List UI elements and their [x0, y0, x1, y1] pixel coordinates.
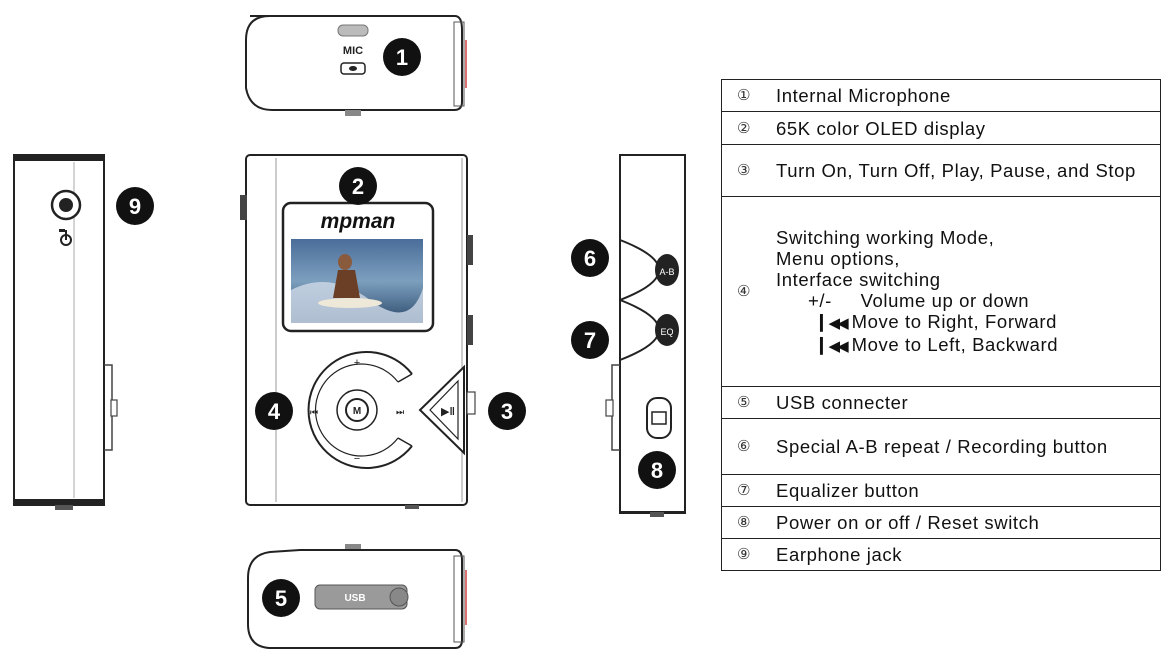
play-pause-icon: ▶‖ — [441, 406, 455, 418]
legend-text: USB connecter — [766, 386, 1161, 419]
play-pause-button[interactable]: ▶‖ — [418, 364, 465, 456]
svg-text:5: 5 — [275, 586, 287, 611]
legend-line-volume: +/- Volume up or down — [776, 290, 1148, 311]
menu-button[interactable] — [345, 398, 369, 422]
legend-row-2: ② 65K color OLED display — [721, 111, 1161, 145]
brand-logo: mpman — [321, 210, 396, 233]
nav-wheel[interactable]: + − ⏮ ⏭ M — [307, 351, 413, 469]
svg-text:3: 3 — [501, 399, 513, 424]
callout-3: 3 — [488, 392, 526, 430]
legend-text: Special A-B repeat / Recording button — [766, 418, 1161, 475]
left-side-view — [13, 154, 118, 510]
eq-icon: EQ — [660, 327, 673, 337]
legend-row-6: ⑥ Special A-B repeat / Recording button — [721, 418, 1161, 475]
svg-text:4: 4 — [268, 399, 281, 424]
callout-4: 4 — [255, 392, 293, 430]
legend-text: Internal Microphone — [776, 85, 951, 106]
legend-row-9: ⑨ Earphone jack — [721, 538, 1161, 571]
legend-text-multiline: Switching working Mode, Menu options, In… — [766, 196, 1161, 387]
callout-8: 8 — [638, 451, 676, 489]
legend-row-3: ③ Turn On, Turn Off, Play, Pause, and St… — [721, 144, 1161, 197]
callout-7: 7 — [571, 321, 609, 359]
right-text: Move to Right, Forward — [851, 310, 1058, 332]
callout-2: 2 — [339, 167, 377, 205]
next-track-icon: ⏭ — [396, 407, 404, 417]
legend-num: ⑤ — [721, 386, 766, 419]
surfer-image — [318, 254, 382, 308]
legend-row-8: ⑧ Power on or off / Reset switch — [721, 506, 1161, 539]
legend-line: Menu options, — [776, 247, 901, 269]
callout-9: 9 — [116, 187, 154, 225]
left-text: Move to Left, Backward — [851, 333, 1059, 355]
legend-row-5: ⑤ USB connecter — [721, 386, 1161, 419]
legend-text: 65K color OLED display — [766, 111, 1161, 145]
legend-table: ① Internal Microphone ② 65K color OLED d… — [721, 79, 1161, 571]
legend-num: ② — [721, 111, 766, 145]
legend-text: Power on or off / Reset switch — [766, 506, 1161, 539]
svg-text:6: 6 — [584, 246, 596, 271]
legend-num: ③ — [721, 144, 766, 197]
legend-num: ⑧ — [721, 506, 766, 539]
legend-num: ⑦ — [721, 474, 766, 507]
svg-text:2: 2 — [352, 174, 364, 199]
legend-row-1: ① Internal Microphone — [722, 80, 1161, 112]
usb-connector: USB — [314, 584, 409, 610]
legend-row-4: ④ Switching working Mode, Menu options, … — [721, 196, 1161, 387]
legend-num: ① — [736, 87, 752, 104]
skip-back-icon: ▎◀◀ — [820, 337, 849, 355]
headphone-icon — [59, 229, 72, 246]
legend-num: ⑥ — [721, 418, 766, 475]
legend-text: Equalizer button — [766, 474, 1161, 507]
legend-line: Interface switching — [776, 268, 941, 290]
prev-track-icon: ⏮ — [310, 407, 318, 417]
menu-m-icon: M — [353, 406, 361, 417]
power-reset-switch[interactable] — [646, 397, 672, 439]
equalizer-button[interactable]: EQ — [655, 314, 679, 346]
svg-text:9: 9 — [129, 194, 141, 219]
legend-row-7: ⑦ Equalizer button — [721, 474, 1161, 507]
svg-text:8: 8 — [651, 458, 663, 483]
legend-num: ④ — [721, 196, 766, 387]
right-side-view: A-B EQ — [605, 154, 686, 517]
volume-up-icon: + — [354, 357, 360, 369]
legend-text: Earphone jack — [766, 538, 1161, 571]
device-diagram: MIC mpman — [13, 15, 686, 649]
callout-5: 5 — [262, 579, 300, 617]
legend-line: Switching working Mode, — [776, 226, 995, 248]
legend-line-left: ▎◀◀Move to Left, Backward — [776, 334, 1148, 357]
ab-repeat-button[interactable]: A-B — [655, 254, 679, 286]
svg-text:1: 1 — [396, 45, 408, 70]
legend-line-right: ▎◀◀Move to Right, Forward — [776, 311, 1148, 334]
mic-label: MIC — [343, 45, 363, 57]
front-view: mpman + − ⏮ ⏭ M — [240, 154, 476, 509]
top-view: MIC — [245, 15, 467, 116]
ab-icon: A-B — [659, 267, 674, 277]
skip-back-icon: ▎◀◀ — [820, 314, 849, 332]
bottom-view: USB — [247, 544, 467, 649]
volume-key: +/- — [808, 289, 832, 311]
volume-text: Volume up or down — [860, 289, 1030, 311]
callout-1: 1 — [383, 38, 421, 76]
svg-text:7: 7 — [584, 328, 596, 353]
legend-num: ⑨ — [721, 538, 766, 571]
callout-6: 6 — [571, 239, 609, 277]
volume-down-icon: − — [354, 453, 360, 465]
usb-label: USB — [344, 593, 365, 604]
legend-text: Turn On, Turn Off, Play, Pause, and Stop — [766, 144, 1161, 197]
